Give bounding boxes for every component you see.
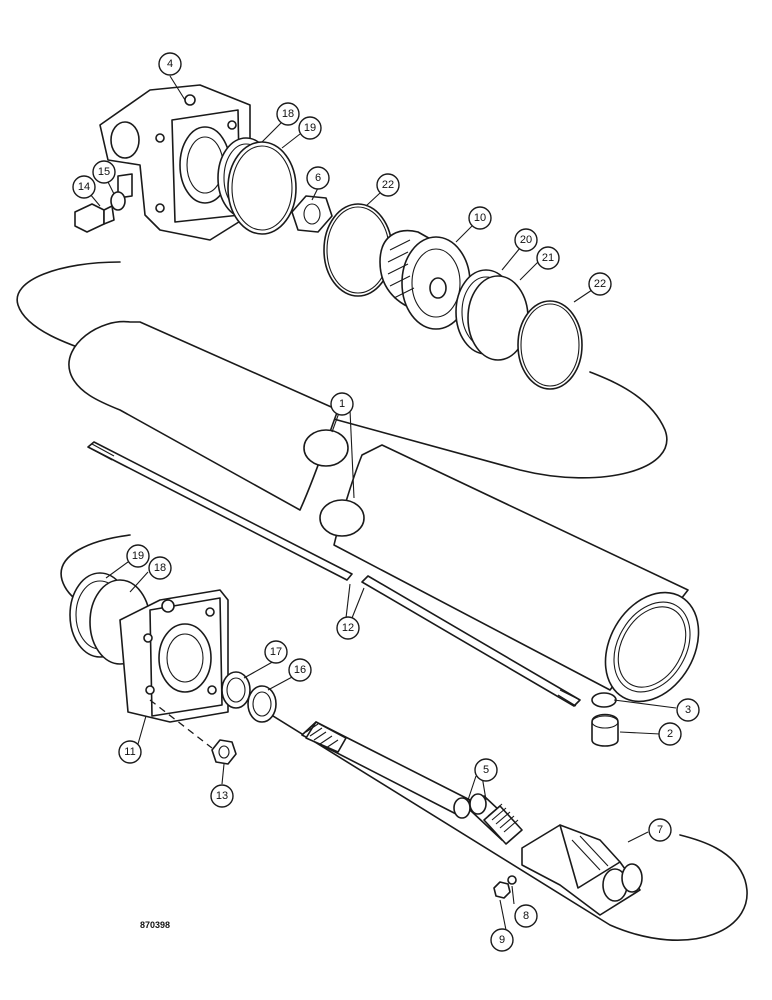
svg-text:17: 17: [270, 646, 282, 658]
svg-text:9: 9: [499, 934, 505, 946]
callout-13: 13: [210, 784, 234, 808]
tube-break-ellipse-lower: [319, 499, 365, 537]
grease-fitting: [493, 881, 511, 899]
rod-seal: [247, 685, 277, 723]
callout-16: 16: [288, 658, 312, 682]
callout-12: 12: [336, 616, 360, 640]
callout-15: 15: [92, 160, 116, 184]
callout-19-head: 19: [298, 116, 322, 140]
callout-6: 6: [306, 166, 330, 190]
callout-11: 11: [118, 740, 142, 764]
callout-10: 10: [468, 206, 492, 230]
svg-text:18: 18: [282, 108, 294, 120]
rod-wiper: [221, 671, 251, 709]
callout-20: 20: [514, 228, 538, 252]
fitting-washer: [507, 875, 517, 885]
svg-text:1: 1: [339, 398, 345, 410]
head-backup-ring: [227, 141, 297, 235]
svg-text:6: 6: [315, 172, 321, 184]
lower-group-outline: [60, 534, 748, 941]
upper-group-outline: [16, 261, 668, 479]
svg-text:2: 2: [667, 728, 673, 740]
svg-text:13: 13: [216, 790, 228, 802]
piston-nut: [291, 195, 333, 233]
svg-text:5: 5: [483, 764, 489, 776]
callout-5: 5: [474, 758, 498, 782]
svg-text:19: 19: [132, 550, 144, 562]
rod-clevis: [521, 824, 643, 916]
svg-text:18: 18: [154, 562, 166, 574]
callout-1: 1: [330, 392, 354, 416]
tube-break-ellipse-upper: [303, 429, 349, 467]
callout-18-rod: 18: [148, 556, 172, 580]
callout-9: 9: [490, 928, 514, 952]
svg-text:12: 12: [342, 622, 354, 634]
svg-text:10: 10: [474, 212, 486, 224]
callout-8: 8: [514, 904, 538, 928]
callout-17: 17: [264, 640, 288, 664]
piston-o-ring-rear: [517, 300, 583, 390]
svg-text:22: 22: [382, 179, 394, 191]
callout-4: 4: [158, 52, 182, 76]
piston-rod: [301, 721, 523, 845]
svg-text:20: 20: [520, 234, 532, 246]
svg-text:21: 21: [542, 252, 554, 264]
callout-22-front: 22: [376, 173, 400, 197]
callout-22-rear: 22: [588, 272, 612, 296]
callout-19-rod: 19: [126, 544, 150, 568]
svg-text:11: 11: [124, 746, 135, 758]
callout-7: 7: [648, 818, 672, 842]
leader-lines: [89, 75, 677, 931]
svg-text:15: 15: [98, 166, 110, 178]
svg-text:8: 8: [523, 910, 529, 922]
tie-rod: [87, 441, 581, 707]
svg-text:4: 4: [167, 58, 173, 70]
cylinder-tube: [68, 320, 700, 703]
svg-text:16: 16: [294, 664, 306, 676]
drawing-number: 870398: [140, 920, 170, 930]
plug-o-ring: [110, 191, 126, 211]
svg-text:3: 3: [685, 704, 691, 716]
svg-text:22: 22: [594, 278, 606, 290]
callout-3: 3: [676, 698, 700, 722]
callout-2: 2: [658, 722, 682, 746]
port-o-ring: [591, 692, 617, 708]
piston: [379, 229, 471, 330]
port-plug: [591, 713, 619, 747]
plug: [74, 203, 105, 233]
rod-end-cap: [69, 572, 229, 723]
svg-text:19: 19: [304, 122, 316, 134]
svg-text:7: 7: [657, 824, 663, 836]
callout-21: 21: [536, 246, 560, 270]
tie-rod-nut: [211, 739, 237, 765]
callout-18-head: 18: [276, 102, 300, 126]
svg-text:14: 14: [78, 181, 90, 193]
callout-14: 14: [72, 175, 96, 199]
